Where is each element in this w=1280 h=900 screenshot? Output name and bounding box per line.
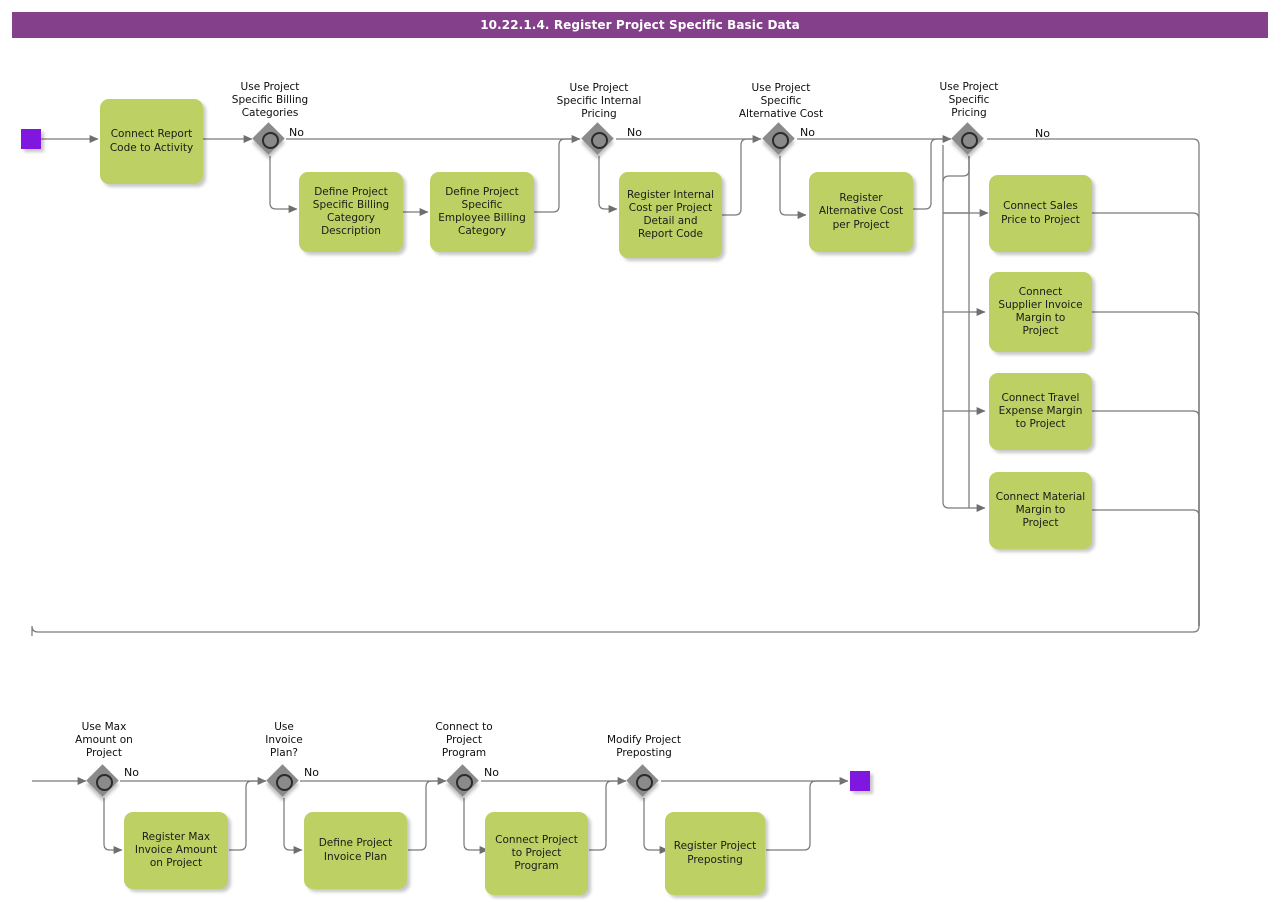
gateway-label-use-project-specific-internal-pricing: Use Project Specific Internal Pricing: [556, 82, 642, 120]
gateway-event-circle-icon: [636, 774, 653, 791]
task-connect-sales-price-to-project[interactable]: Connect Sales Price to Project: [989, 175, 1092, 252]
gateway-connect-to-project-program[interactable]: [446, 764, 480, 798]
flow-label-no-1: No: [289, 126, 304, 139]
task-label: Define Project Specific Employee Billing…: [438, 185, 526, 238]
task-define-project-specific-billing-category-description[interactable]: Define Project Specific Billing Category…: [299, 172, 403, 252]
gateway-label-use-max-amount-on-project: Use Max Amount on Project: [75, 721, 133, 759]
task-connect-report-code-to-activity[interactable]: Connect Report Code to Activity: [100, 99, 203, 184]
task-label: Connect Report Code to Activity: [109, 128, 194, 154]
gateway-label-use-invoice-plan: Use Invoice Plan?: [265, 721, 303, 759]
gateway-label-connect-to-project-program: Connect to Project Program: [435, 721, 493, 759]
flow-label-no-5: No: [124, 766, 139, 779]
page-title: 10.22.1.4. Register Project Specific Bas…: [480, 18, 800, 32]
task-label: Define Project Invoice Plan: [318, 837, 393, 863]
task-label: Register Project Preposting: [673, 840, 757, 866]
gateway-modify-project-preposting[interactable]: [626, 764, 660, 798]
task-connect-travel-expense-margin-to-project[interactable]: Connect Travel Expense Margin to Project: [989, 373, 1092, 450]
gateway-label-modify-project-preposting: Modify Project Preposting: [606, 734, 682, 759]
flow-label-no-4: No: [1035, 127, 1050, 140]
gateway-use-project-specific-billing-categories[interactable]: [252, 122, 286, 156]
gateway-use-max-amount-on-project[interactable]: [86, 764, 120, 798]
gateway-use-project-specific-internal-pricing[interactable]: [581, 122, 615, 156]
gateway-event-circle-icon: [96, 774, 113, 791]
gateway-use-project-specific-pricing[interactable]: [951, 122, 985, 156]
flow-label-no-2: No: [627, 126, 642, 139]
task-label: Register Max Invoice Amount on Project: [134, 830, 218, 870]
gateway-use-invoice-plan[interactable]: [266, 764, 300, 798]
gateway-event-circle-icon: [456, 774, 473, 791]
gateway-label-use-project-specific-billing-categories: Use Project Specific Billing Categories: [231, 81, 309, 119]
start-event[interactable]: [21, 129, 41, 149]
gateway-event-circle-icon: [262, 132, 279, 149]
task-register-alternative-cost-per-project[interactable]: Register Alternative Cost per Project: [809, 172, 913, 252]
task-connect-supplier-invoice-margin-to-project[interactable]: Connect Supplier Invoice Margin to Proje…: [989, 272, 1092, 352]
task-define-project-specific-employee-billing-category[interactable]: Define Project Specific Employee Billing…: [430, 172, 534, 252]
gateway-event-circle-icon: [961, 132, 978, 149]
task-label: Connect Sales Price to Project: [1001, 200, 1080, 226]
task-label: Connect Material Margin to Project: [995, 490, 1086, 530]
page-title-bar: 10.22.1.4. Register Project Specific Bas…: [12, 12, 1268, 38]
task-register-internal-cost-per-project-detail-and-report-code[interactable]: Register Internal Cost per Project Detai…: [619, 172, 722, 258]
flow-label-no-7: No: [484, 766, 499, 779]
task-label: Register Internal Cost per Project Detai…: [626, 188, 715, 241]
task-label: Connect Travel Expense Margin to Project: [998, 391, 1083, 431]
task-define-project-invoice-plan[interactable]: Define Project Invoice Plan: [304, 812, 407, 889]
gateway-use-project-specific-alternative-cost[interactable]: [762, 122, 796, 156]
gateway-label-use-project-specific-pricing: Use Project Specific Pricing: [939, 81, 999, 119]
flow-label-no-6: No: [304, 766, 319, 779]
gateway-event-circle-icon: [772, 132, 789, 149]
end-event[interactable]: [850, 771, 870, 791]
gateway-event-circle-icon: [591, 132, 608, 149]
task-connect-material-margin-to-project[interactable]: Connect Material Margin to Project: [989, 472, 1092, 549]
flow-label-no-3: No: [800, 126, 815, 139]
task-label: Define Project Specific Billing Category…: [312, 185, 390, 238]
task-connect-project-to-project-program[interactable]: Connect Project to Project Program: [485, 812, 588, 895]
task-label: Connect Supplier Invoice Margin to Proje…: [998, 285, 1083, 338]
task-register-project-preposting[interactable]: Register Project Preposting: [665, 812, 765, 895]
task-label: Connect Project to Project Program: [495, 833, 578, 873]
gateway-event-circle-icon: [276, 774, 293, 791]
task-register-max-invoice-amount-on-project[interactable]: Register Max Invoice Amount on Project: [124, 812, 228, 889]
task-label: Register Alternative Cost per Project: [818, 192, 904, 231]
gateway-label-use-project-specific-alternative-cost: Use Project Specific Alternative Cost: [738, 82, 824, 120]
